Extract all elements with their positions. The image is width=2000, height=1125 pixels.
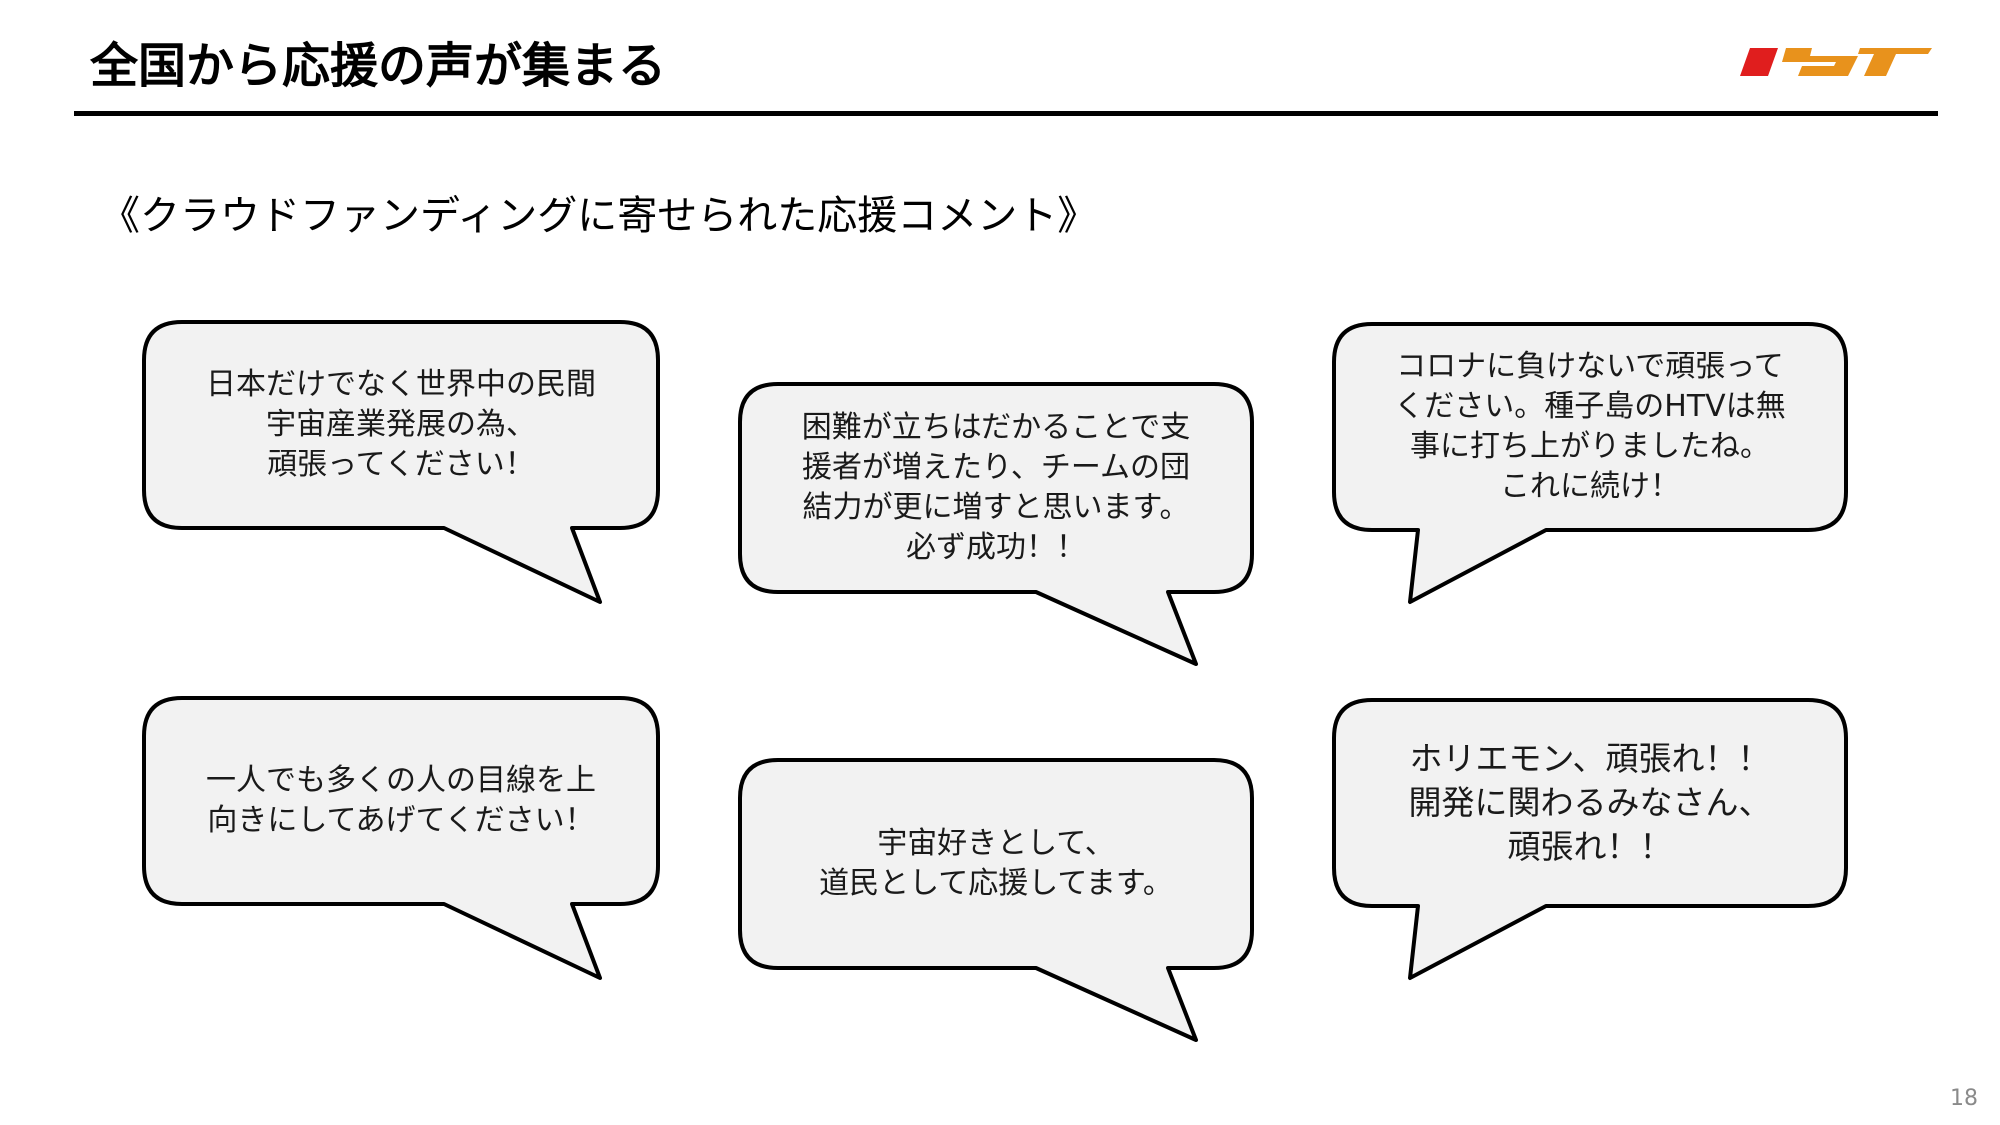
logo-mark-orange-t	[1858, 48, 1932, 76]
speech-bubble-4-text: 一人でも多くの人の目線を上 向きにしてあげてください！	[206, 763, 596, 838]
speech-bubble-2-text: 困難が立ちはだかることで支 援者が増えたり、チームの団 結力が更に増すと思います…	[801, 410, 1191, 565]
speech-bubble-5-text: 宇宙好きとして、 道民として応援してます。	[819, 826, 1173, 901]
speech-bubble-2-shape	[738, 382, 1254, 666]
speech-bubble-6-shape	[1332, 698, 1848, 980]
speech-bubble-3-text: コロナに負けないで頑張って ください。種子島のHTVは無 事に打ち上がりましたね…	[1394, 349, 1786, 504]
section-subtitle: 《クラウドファンディングに寄せられた応援コメント》	[100, 193, 1098, 239]
company-logo	[1740, 48, 1932, 76]
slide-title: 全国から応援の声が集まる	[90, 38, 667, 94]
page-number: 18	[1950, 1086, 1978, 1111]
speech-bubble-4-shape	[142, 696, 660, 980]
speech-bubble-1-shape	[142, 320, 660, 604]
speech-bubble-3-shape	[1332, 322, 1848, 604]
speech-bubble-1-text: 日本だけでなく世界中の民間 宇宙産業発展の為、 頑張ってください！	[206, 367, 596, 482]
logo-mark-orange-s	[1782, 48, 1858, 76]
logo-mark-red	[1740, 48, 1778, 76]
title-divider	[74, 111, 1938, 116]
speech-bubble-5-shape	[738, 758, 1254, 1042]
speech-bubble-6-text: ホリエモン、頑張れ！！ 開発に関わるみなさん、 頑張れ！！	[1408, 739, 1772, 866]
